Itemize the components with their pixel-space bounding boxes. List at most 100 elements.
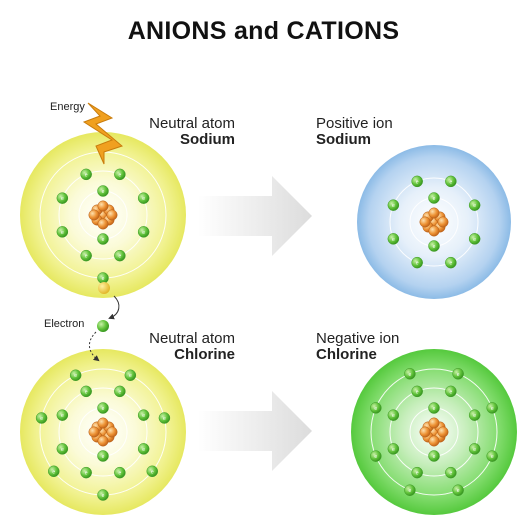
electron-symbol: e — [118, 389, 121, 395]
electron: e — [445, 256, 457, 269]
electron-symbol: e — [129, 373, 132, 379]
electron: e — [35, 412, 48, 424]
electron: e — [411, 466, 423, 479]
electron-symbol: e — [473, 237, 476, 243]
electron: e — [56, 443, 69, 455]
electron-symbol: e — [102, 276, 105, 282]
electron-symbol: e — [433, 244, 436, 250]
electron-symbol: e — [473, 447, 476, 453]
electron: e — [137, 226, 150, 238]
electron: e — [80, 385, 92, 398]
orbit-ring — [389, 387, 479, 477]
electron: e — [80, 466, 92, 479]
orbit-ring — [389, 177, 479, 267]
electron-symbol: e — [142, 196, 145, 202]
electron-symbol: e — [449, 389, 452, 395]
nucleon — [97, 218, 109, 230]
electron: e — [56, 226, 69, 238]
transition-arrow-top — [198, 176, 312, 256]
orbit-ring — [370, 368, 498, 496]
electron: e — [411, 385, 423, 398]
electron-symbol: e — [85, 172, 88, 178]
electron-symbol: e — [85, 254, 88, 260]
electron-symbol: e — [409, 372, 412, 378]
electron-symbol: e — [491, 406, 494, 412]
nucleus — [88, 417, 118, 447]
electron: e — [56, 409, 69, 421]
electron: e — [468, 409, 481, 421]
electron-symbol: e — [416, 179, 419, 185]
electron: e — [158, 412, 171, 424]
electron-symbol: e — [102, 189, 105, 195]
electron: e — [411, 175, 423, 188]
electron-symbol: e — [61, 196, 64, 202]
electron: e — [445, 175, 457, 188]
label-sodium-neutral: Neutral atom Sodium — [125, 116, 235, 148]
electron-symbol: e — [416, 471, 419, 477]
transition-arrow-bottom — [198, 391, 312, 471]
nucleon — [419, 426, 431, 438]
lightning-icon — [82, 102, 124, 165]
electron-symbol: e — [449, 471, 452, 477]
nucleon — [106, 209, 118, 221]
electron-symbol: e — [449, 179, 452, 185]
electron-symbol: e — [449, 261, 452, 267]
electron-symbol: e — [473, 413, 476, 419]
electron: e — [452, 484, 464, 496]
electron: e — [486, 450, 498, 462]
electron-symbol: e — [52, 469, 55, 475]
electron-symbol: e — [118, 172, 121, 178]
electron: e — [428, 450, 440, 462]
electron: e — [114, 385, 126, 398]
electron-label: Electron — [44, 318, 85, 330]
electron-symbol: e — [102, 493, 105, 499]
electron-symbol: e — [102, 454, 105, 460]
element-text: Sodium — [316, 131, 371, 148]
electron-symbol: e — [74, 373, 77, 379]
electron: e — [428, 402, 440, 414]
electron-symbol: e — [433, 196, 436, 202]
escaping-electron — [98, 282, 110, 294]
nucleon — [428, 417, 440, 429]
nucleon — [437, 216, 449, 228]
electron-symbol: e — [163, 416, 166, 422]
electron: e — [428, 192, 440, 204]
electron: e — [124, 369, 137, 381]
electron-symbol: e — [61, 230, 64, 236]
electron-symbol: e — [433, 454, 436, 460]
electron-symbol: e — [142, 413, 145, 419]
electron: e — [387, 233, 400, 245]
electron-symbol: e — [85, 471, 88, 477]
label-sodium-ion: Positive ion Sodium — [316, 116, 446, 148]
electron-symbol: e — [40, 416, 43, 422]
nucleon — [97, 435, 109, 447]
nucleon — [106, 426, 118, 438]
electron: e — [114, 466, 126, 479]
electron: e — [387, 409, 400, 421]
orbit-ring — [58, 387, 148, 477]
electron: e — [486, 402, 498, 414]
electron: e — [387, 199, 400, 211]
electron: e — [370, 402, 382, 414]
electron-symbol: e — [416, 389, 419, 395]
electron: e — [137, 192, 150, 204]
electron: e — [428, 240, 440, 252]
electron-symbol: e — [118, 471, 121, 477]
electron: e — [47, 465, 60, 478]
electron: e — [80, 168, 92, 181]
state-text: Negative ion — [316, 330, 400, 347]
state-text: Positive ion — [316, 115, 393, 132]
electron: e — [97, 489, 109, 501]
electron-symbol: e — [118, 254, 121, 260]
electron-symbol: e — [392, 237, 395, 243]
element-text: Chlorine — [316, 346, 377, 363]
electron: e — [404, 484, 416, 496]
electron: e — [97, 272, 109, 284]
electron-symbol: e — [374, 406, 377, 412]
electron: e — [114, 249, 126, 262]
electron-symbol: e — [151, 469, 154, 475]
electron: e — [97, 402, 109, 414]
